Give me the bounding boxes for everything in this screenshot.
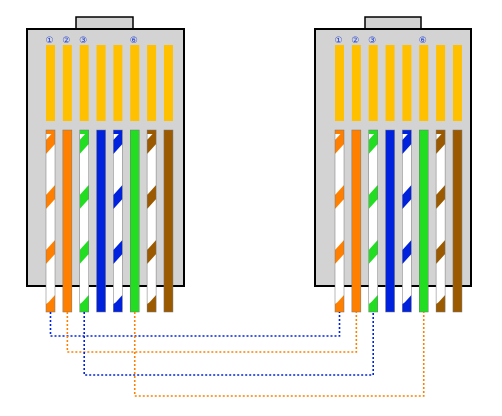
wire-pin-8 (452, 129, 463, 313)
connector-tab (75, 16, 134, 30)
contact-pin-5 (402, 45, 412, 121)
connection-lines (49, 312, 425, 397)
pin-label-6: ⑥ (419, 36, 427, 46)
pin-label-3: ③ (79, 36, 87, 46)
wire-pin-4 (385, 129, 395, 313)
contact-pin-3 (368, 45, 378, 121)
wire-pin-1 (334, 129, 345, 313)
pin-label-3: ③ (368, 36, 376, 46)
contact-pin-4 (385, 45, 395, 121)
wire-pin-5 (402, 129, 412, 313)
wire-pin-3 (368, 129, 378, 313)
pin-label-1: ① (45, 36, 53, 46)
connection-line-pin-2 (66, 312, 358, 353)
connection-line-pin-3 (83, 312, 375, 376)
wire-pin-4 (96, 129, 106, 313)
connector-tab (364, 16, 422, 30)
wire-pin-2 (351, 129, 362, 313)
pin-label-6: ⑥ (130, 36, 138, 46)
contact-pin-1 (335, 45, 344, 121)
contact-pin-3 (79, 45, 89, 121)
pin-label-2: ② (62, 36, 70, 46)
pin-label-1: ① (334, 36, 342, 46)
connection-line-pin-1 (49, 312, 341, 337)
wire-pin-7 (435, 129, 446, 313)
wire-pin-2 (62, 129, 73, 313)
contact-pin-8 (163, 45, 173, 121)
wire-pin-8 (163, 129, 174, 313)
contact-pin-5 (113, 45, 123, 121)
contact-pin-6 (419, 45, 429, 121)
wire-pin-5 (113, 129, 123, 313)
pin-label-2: ② (351, 36, 359, 46)
contact-pin-4 (96, 45, 106, 121)
wire-pin-7 (146, 129, 157, 313)
wire-pin-6 (419, 129, 429, 313)
contact-pin-8 (452, 45, 462, 121)
contact-pin-2 (62, 45, 72, 121)
wire-pin-6 (130, 129, 140, 313)
contact-pin-2 (351, 45, 361, 121)
contact-pin-7 (147, 45, 157, 121)
connection-line-pin-6 (133, 312, 425, 397)
contact-pin-6 (130, 45, 140, 121)
wire-pin-3 (79, 129, 89, 313)
contact-pin-7 (436, 45, 446, 121)
wire-pin-1 (45, 129, 56, 313)
contact-pin-1 (46, 45, 55, 121)
